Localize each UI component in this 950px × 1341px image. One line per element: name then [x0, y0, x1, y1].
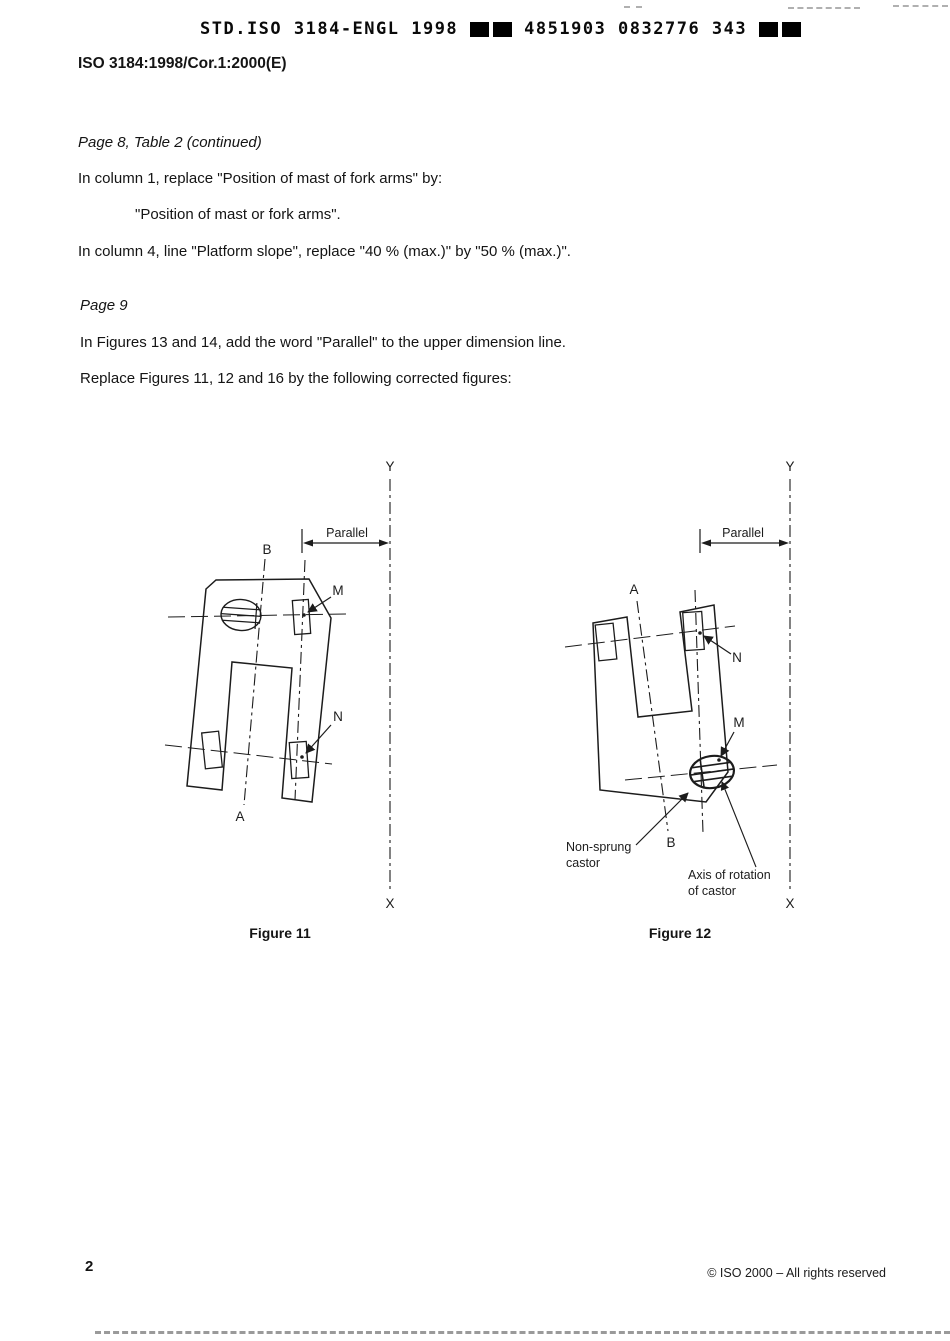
- filled-block: [759, 21, 779, 37]
- load-wheel-left: [594, 622, 618, 662]
- hatch-line: [222, 619, 259, 624]
- wheel-edge-line: [699, 759, 705, 788]
- steer-wheel-icon: [220, 598, 262, 632]
- hatch-line: [692, 761, 730, 769]
- hatch-line: [694, 775, 732, 783]
- m-point-dot: [302, 613, 306, 617]
- a-b-axis-line: [636, 600, 669, 832]
- arrowhead-left-icon: [303, 539, 313, 547]
- axis-of-rotation-leader: [720, 781, 757, 868]
- section-heading-page9: Page 9: [80, 297, 128, 314]
- filled-block-pair: [470, 21, 513, 37]
- figure12-axis-label-line2: of castor: [688, 884, 736, 898]
- filled-block-pair: [759, 21, 802, 37]
- m-point-dot: [717, 758, 721, 762]
- figure11-label-n: N: [333, 709, 343, 724]
- scan-artifact: [788, 7, 860, 9]
- figure12-castor-label-line1: Non-sprung: [566, 840, 631, 854]
- paragraph: Replace Figures 11, 12 and 16 by the fol…: [80, 370, 512, 387]
- castor-leader-arrow: [635, 792, 689, 846]
- figure11-caption: Figure 11: [249, 925, 311, 941]
- figure11-label-b: B: [262, 542, 271, 557]
- b-a-axis-line: [243, 558, 266, 806]
- castor-wheel-icon: [689, 754, 735, 790]
- axle-dash-line-upper: [564, 625, 736, 648]
- hatch-line: [223, 606, 260, 611]
- load-wheel-m: [291, 598, 312, 636]
- copyright-notice: © ISO 2000 – All rights reserved: [707, 1266, 886, 1280]
- paragraph: In Figures 13 and 14, add the word "Para…: [80, 334, 566, 351]
- figure12-axis-label-line1: Axis of rotation: [688, 868, 771, 882]
- axle-dash-line-lower: [624, 764, 778, 781]
- m-leader-arrow: [307, 596, 332, 613]
- document-reference: ISO 3184:1998/Cor.1:2000(E): [78, 55, 287, 72]
- axle-dash-line-upper: [167, 613, 347, 618]
- figure12-drawing: Y X Parallel A B N: [564, 459, 795, 911]
- page-number: 2: [85, 1258, 94, 1275]
- filled-block: [470, 21, 490, 37]
- pallet-truck-outline: [592, 604, 729, 803]
- scan-artifact: [893, 5, 948, 7]
- axle-dash-line-lower: [164, 744, 333, 765]
- arrowhead-left-icon: [701, 539, 711, 547]
- n-point-dot: [698, 631, 702, 635]
- figure12-label-m: M: [733, 715, 744, 730]
- figure12-label-x: X: [785, 896, 794, 911]
- filled-block: [782, 21, 802, 37]
- figure11-label-m: M: [332, 583, 343, 598]
- arrowhead-right-icon: [779, 539, 789, 547]
- m-n-axis-line: [294, 559, 306, 801]
- arrowhead-right-icon: [379, 539, 389, 547]
- hatch-line: [221, 613, 261, 617]
- figure12-label-y: Y: [785, 459, 794, 474]
- filled-block: [493, 21, 513, 37]
- m-n-axis-line: [694, 589, 704, 834]
- figure12-label-n: N: [732, 650, 742, 665]
- n-point-dot: [300, 755, 304, 759]
- pallet-truck-outline: [186, 578, 332, 803]
- paragraph: In column 4, line "Platform slope", repl…: [78, 243, 571, 260]
- header-code-line: STD.ISO 3184-ENGL 1998 4851903 0832776 3…: [200, 19, 802, 39]
- paragraph-indented: "Position of mast or fork arms".: [135, 206, 341, 223]
- figure12-label-b: B: [666, 835, 675, 850]
- figure11-drawing: Y X Parallel B A M: [164, 459, 395, 911]
- wheel-edge-line: [254, 603, 258, 630]
- figure11-label-a: A: [235, 809, 244, 824]
- n-leader-arrow: [305, 724, 332, 754]
- figure11-parallel-label: Parallel: [326, 526, 368, 540]
- paragraph: In column 1, replace "Position of mast o…: [78, 170, 443, 187]
- figure12-label-a: A: [629, 582, 638, 597]
- figure12-castor-label-line2: castor: [566, 856, 600, 870]
- n-leader-arrow: [703, 635, 732, 655]
- m-leader-arrow: [720, 731, 735, 757]
- figure12-caption: Figure 12: [648, 925, 712, 941]
- header-code-left: STD.ISO 3184-ENGL 1998: [200, 19, 459, 39]
- section-heading-page8: Page 8, Table 2 (continued): [78, 134, 262, 151]
- load-wheel-n: [288, 740, 310, 780]
- header-code-right: 4851903 0832776 343: [524, 19, 748, 39]
- figure11-label-x: X: [385, 896, 394, 911]
- figure12-parallel-label: Parallel: [722, 526, 764, 540]
- load-wheel-left: [200, 730, 224, 770]
- scan-artifact: [624, 6, 642, 8]
- scan-artifact: [95, 1331, 950, 1334]
- figure11-label-y: Y: [385, 459, 394, 474]
